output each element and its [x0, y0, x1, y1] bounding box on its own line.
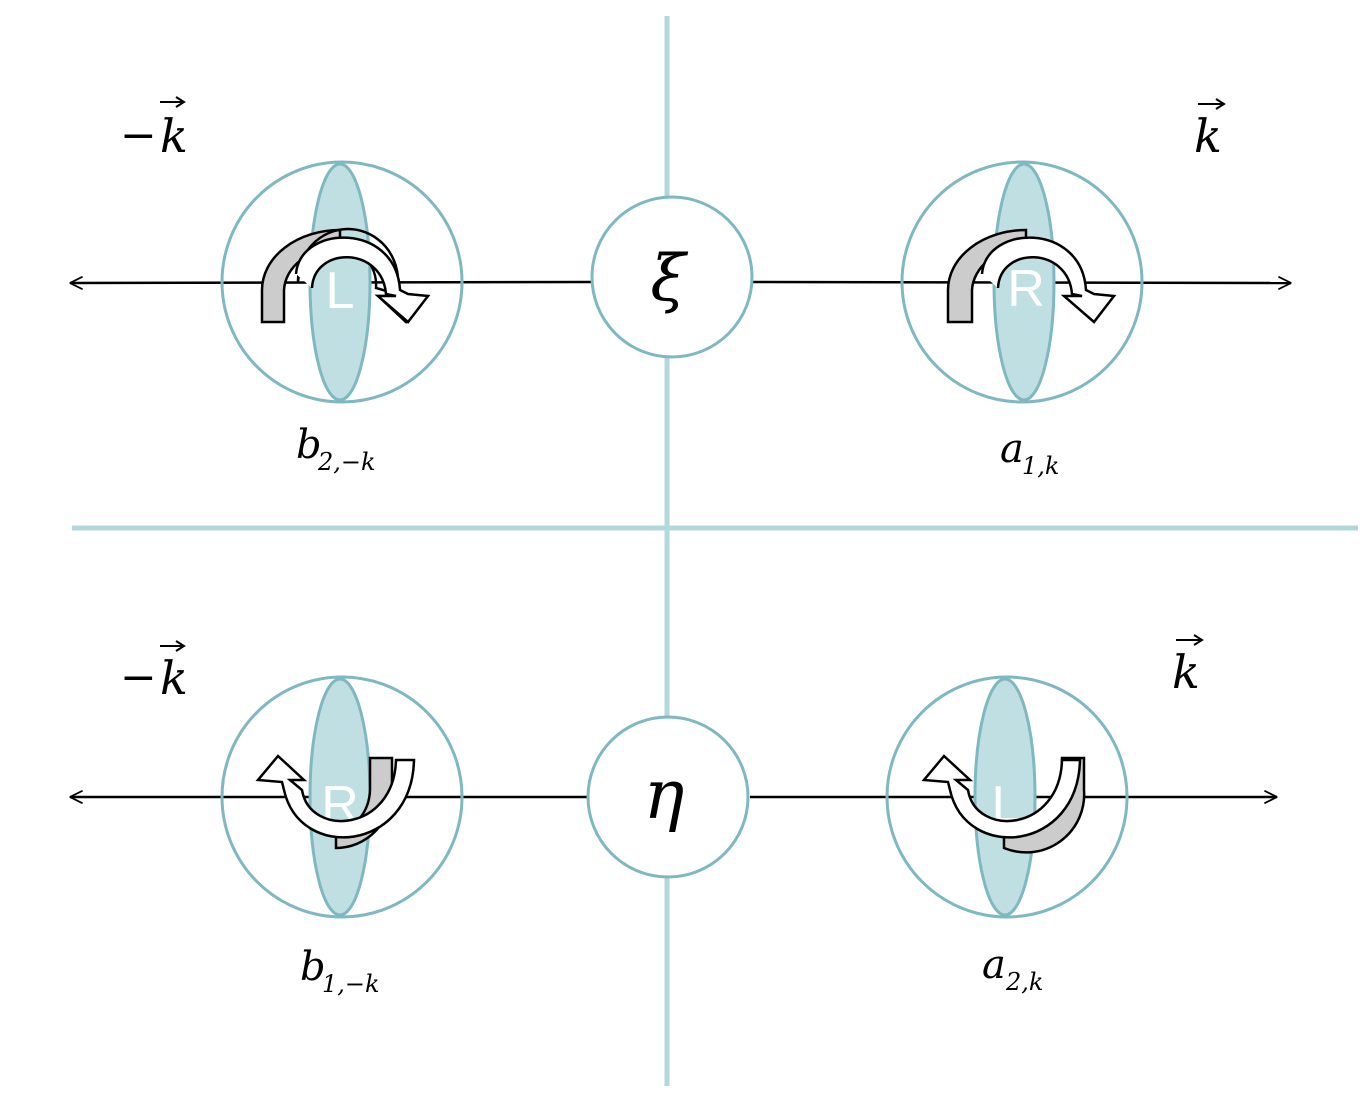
particle-subscript: 2,−k	[317, 448, 376, 476]
bottom-left-particle-label: b 1,−k	[300, 944, 380, 998]
helicity-front-arrow-body	[921, 754, 1082, 839]
direction-vector: k	[1172, 645, 1200, 699]
bottom-row: η R L − k k	[70, 634, 1277, 998]
particle-operator: a	[1000, 426, 1024, 472]
top-left-direction-label: − k	[120, 96, 188, 163]
top-right-particle-label: a 1,k	[1000, 426, 1059, 480]
bottom-right-particle: L	[885, 675, 1129, 919]
helicity-front-arrow-body	[980, 236, 1117, 324]
direction-vector: k	[160, 109, 188, 163]
bottom-right-direction-label: k	[1172, 634, 1204, 699]
direction-sign: −	[120, 652, 157, 703]
direction-vector: k	[1194, 109, 1222, 163]
particle-sphere	[220, 675, 464, 919]
particle-subscript: 2,k	[1005, 968, 1043, 996]
particle-subscript: 1,−k	[322, 970, 380, 998]
xi-symbol: ξ	[650, 242, 688, 316]
eta-symbol: η	[644, 756, 685, 835]
top-row: ξ L R − k k	[70, 96, 1291, 480]
vector-arrow-head	[175, 96, 186, 108]
top-right-particle: R	[900, 160, 1144, 404]
xi-vertex-circle	[590, 195, 754, 359]
bottom-left-direction-label: − k	[120, 640, 188, 705]
helicity-back-arrow	[946, 228, 1028, 324]
particle-sphere	[220, 160, 464, 404]
bottom-left-particle: R	[220, 675, 464, 919]
top-right-direction-label: k	[1194, 98, 1226, 163]
vector-arrow-head	[175, 640, 186, 652]
eta-vertex-circle	[586, 715, 750, 879]
particle-operator: a	[982, 942, 1006, 988]
helicity-front-arrow-body	[294, 236, 431, 324]
vector-arrow-head	[1193, 634, 1204, 646]
helicity-label: L	[326, 262, 355, 320]
particle-operator: b	[300, 944, 326, 990]
bottom-right-particle-label: a 2,k	[982, 942, 1043, 996]
top-left-particle: L	[220, 160, 464, 404]
top-left-particle-label: b 2,−k	[296, 422, 376, 476]
helicity-label: R	[1007, 260, 1045, 318]
particle-operator: b	[296, 422, 322, 468]
direction-vector: k	[160, 651, 188, 705]
particle-subscript: 1,k	[1022, 452, 1059, 480]
helicity-front-arrow-body	[255, 754, 416, 839]
vector-arrow-head	[1215, 98, 1226, 110]
polarization-disk	[973, 677, 1037, 917]
particle-sphere	[885, 675, 1129, 919]
direction-sign: −	[120, 110, 157, 161]
particle-sphere	[900, 160, 1144, 404]
